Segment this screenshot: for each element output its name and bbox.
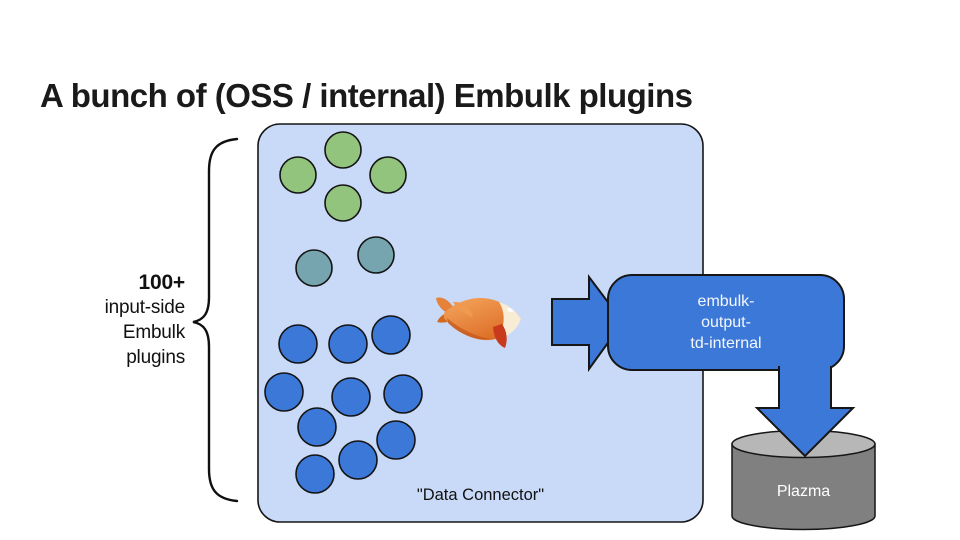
plugin-circle-green: [324, 184, 362, 222]
embulk-fish-icon: [436, 297, 521, 348]
plugin-circle-blue: [297, 407, 337, 447]
database-label: Plazma: [776, 483, 831, 500]
plugin-circle-blue: [328, 324, 368, 364]
output-plugin-label: embulk- output- td-internal: [608, 275, 844, 370]
plugin-circle-blue: [295, 454, 335, 494]
plugin-circle-blue: [264, 372, 304, 412]
output-plugin-line: embulk-: [697, 293, 755, 310]
slide-title: A bunch of (OSS / internal) Embulk plugi…: [40, 77, 693, 115]
plugins-count-line: Embulk: [122, 322, 185, 343]
output-plugin-line: td-internal: [690, 335, 762, 352]
plugin-circle-blue: [371, 315, 411, 355]
plugin-circle-blue: [278, 324, 318, 364]
plugin-circle-green: [279, 156, 317, 194]
data-connector-caption: "Data Connector": [416, 486, 545, 504]
plugin-circle-green: [369, 156, 407, 194]
plugin-circle-blue: [383, 374, 423, 414]
plugins-count: 100+: [138, 271, 185, 294]
flow-arrow-down-icon: [754, 366, 856, 458]
plugins-count-label: 100+ input-side Embulk plugins: [45, 270, 186, 370]
plugins-count-line: input-side: [104, 297, 186, 318]
output-plugin-line: output-: [701, 314, 751, 331]
plugin-circle-blue: [338, 440, 378, 480]
cylinder-body: [731, 443, 876, 531]
plugin-circle-teal: [295, 249, 333, 287]
plugin-circles-group: [264, 131, 423, 494]
plugin-circle-blue: [376, 420, 416, 460]
plugin-circle-teal: [357, 236, 395, 274]
plugin-circle-blue: [331, 377, 371, 417]
curly-brace: [192, 137, 239, 503]
plugin-circle-green: [324, 131, 362, 169]
plugins-count-line: plugins: [126, 347, 185, 368]
output-plugin-box: [607, 274, 845, 371]
flow-arrow-right-icon: [551, 274, 625, 373]
